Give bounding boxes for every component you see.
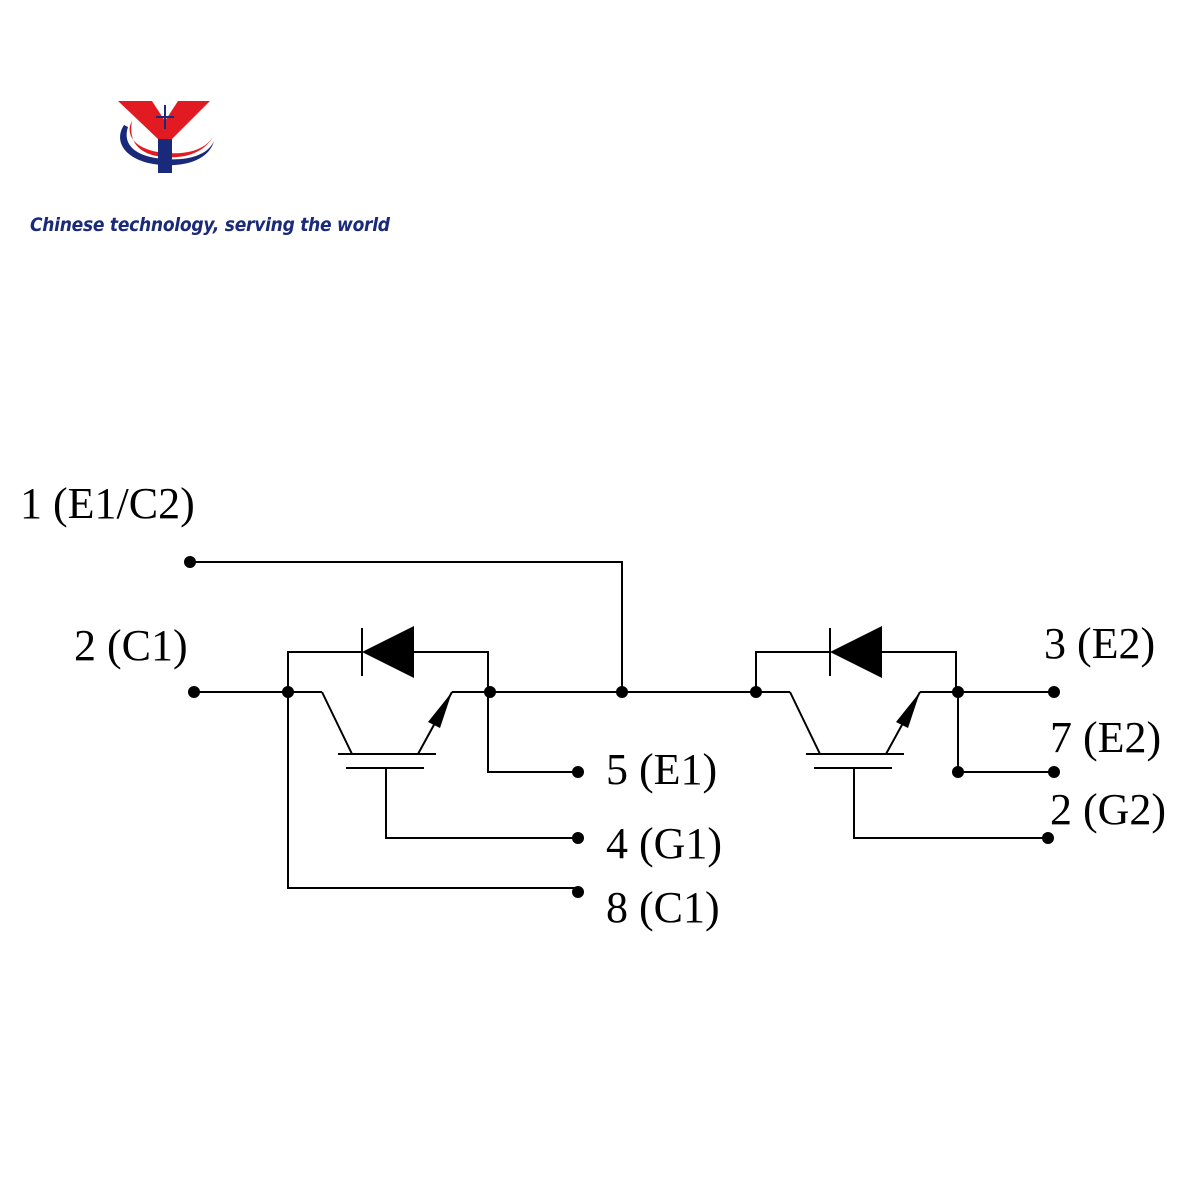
label-terminal-8: 8 (C1)	[606, 883, 720, 932]
diode-1	[287, 626, 578, 889]
label-terminal-2-g2: 2 (G2)	[1050, 785, 1166, 834]
wire-e1-c2	[190, 561, 623, 692]
label-terminal-4: 4 (G1)	[606, 819, 722, 868]
igbt-1	[321, 691, 578, 839]
label-terminal-3: 3 (E2)	[1044, 619, 1155, 668]
junction-dots	[184, 556, 1060, 898]
brand-logo-icon	[118, 101, 214, 173]
label-terminal-7: 7 (E2)	[1050, 713, 1161, 762]
igbt-2	[789, 691, 1048, 839]
diode-2	[755, 626, 1054, 773]
label-terminal-5: 5 (E1)	[606, 745, 717, 794]
brand-tagline: Chinese technology, serving the world	[30, 214, 390, 236]
label-terminal-2-c1: 2 (C1)	[74, 621, 188, 670]
label-terminal-1: 1 (E1/C2)	[20, 479, 195, 528]
